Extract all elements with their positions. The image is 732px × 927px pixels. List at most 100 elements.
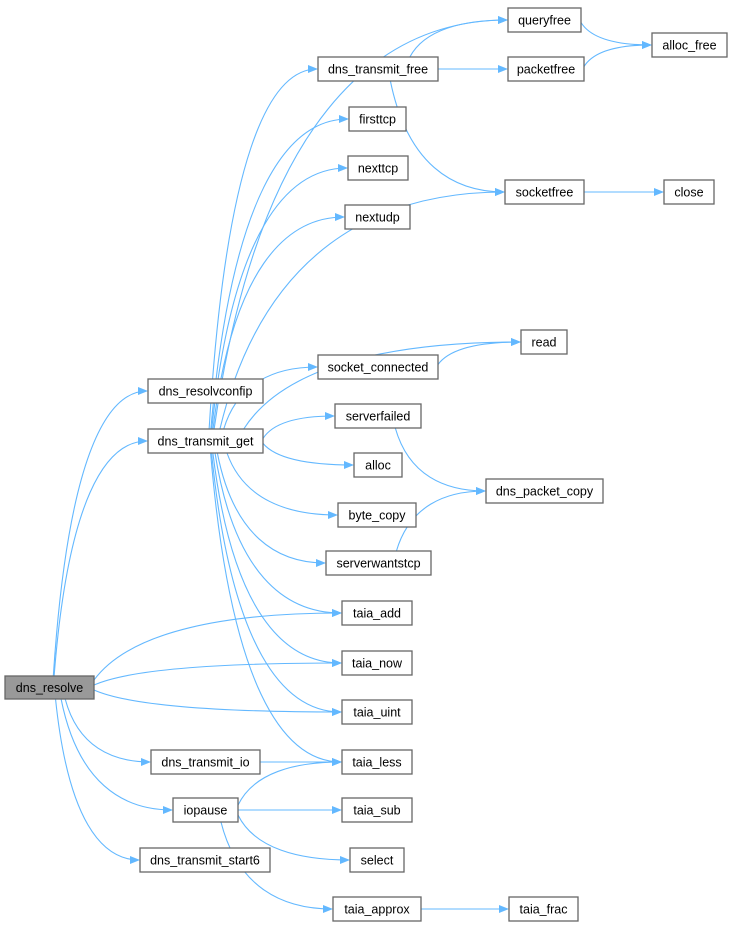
node-dns_resolve[interactable]: dns_resolve: [4, 675, 95, 700]
node-label: taia_approx: [344, 903, 410, 917]
edge-iopause-to-taia_less: [237, 758, 342, 806]
node-box: [334, 403, 422, 429]
node-label: serverfailed: [346, 410, 411, 424]
node-label: socket_connected: [328, 361, 429, 375]
node-label: dns_transmit_start6: [150, 854, 260, 868]
node-box: [344, 204, 411, 230]
node-taia_sub[interactable]: taia_sub: [341, 797, 413, 823]
node-select[interactable]: select: [349, 847, 405, 873]
node-dns_transmit_start6[interactable]: dns_transmit_start6: [139, 847, 271, 873]
node-box: [317, 354, 439, 380]
node-socketfree[interactable]: socketfree: [504, 179, 585, 205]
node-label: dns_resolvconfip: [159, 385, 253, 399]
node-box: [508, 896, 579, 922]
node-read[interactable]: read: [520, 329, 568, 355]
node-box: [341, 749, 413, 775]
node-nexttcp[interactable]: nexttcp: [347, 155, 409, 181]
edge-dns_transmit_get-to-socketfree: [219, 188, 505, 430]
node-box: [341, 797, 413, 823]
edge-dns_transmit_get-to-serverwantstcp: [216, 452, 326, 567]
node-label: taia_frac: [520, 903, 568, 917]
node-label: firsttcp: [359, 113, 396, 127]
node-box: [507, 56, 585, 82]
node-box: [332, 896, 422, 922]
edge-dns_transmit_get-to-dns_transmit_free: [208, 65, 318, 430]
node-alloc_free[interactable]: alloc_free: [651, 32, 728, 58]
node-box: [341, 650, 413, 676]
edge-dns_resolve-to-dns_resolvconfip: [52, 387, 148, 677]
edge-dns_resolve-to-taia_now: [93, 659, 342, 686]
node-dns_packet_copy[interactable]: dns_packet_copy: [485, 478, 604, 504]
node-label: nextudp: [355, 211, 400, 225]
node-taia_approx[interactable]: taia_approx: [332, 896, 422, 922]
node-label: serverwantstcp: [336, 557, 420, 571]
edge-dns_transmit_get-to-taia_add: [214, 452, 342, 617]
node-box: [147, 378, 264, 404]
node-close[interactable]: close: [663, 179, 715, 205]
node-box: [485, 478, 604, 504]
node-label: byte_copy: [349, 509, 407, 523]
node-nextudp[interactable]: nextudp: [344, 204, 411, 230]
node-serverfailed[interactable]: serverfailed: [334, 403, 422, 429]
edge-dns_transmit_get-to-byte_copy: [226, 452, 338, 519]
node-box: [150, 749, 261, 775]
node-taia_less[interactable]: taia_less: [341, 749, 413, 775]
edge-dns_transmit_get-to-serverfailed: [262, 412, 335, 439]
node-socket_connected[interactable]: socket_connected: [317, 354, 439, 380]
edge-dns_resolve-to-dns_transmit_io: [64, 698, 151, 766]
node-serverwantstcp[interactable]: serverwantstcp: [325, 550, 432, 576]
node-label: packetfree: [517, 63, 575, 77]
node-taia_frac[interactable]: taia_frac: [508, 896, 579, 922]
edge-iopause-to-select: [237, 814, 350, 864]
node-dns_transmit_get[interactable]: dns_transmit_get: [147, 428, 264, 454]
node-queryfree[interactable]: queryfree: [507, 7, 582, 33]
node-iopause[interactable]: iopause: [172, 797, 239, 823]
node-label: iopause: [184, 804, 228, 818]
edge-dns_transmit_get-to-taia_less: [210, 452, 342, 766]
edge-iopause-to-taia_approx: [220, 821, 333, 913]
nodes-layer: dns_resolve dns_resolvconfip dns_transmit_…: [4, 7, 728, 922]
node-taia_now[interactable]: taia_now: [341, 650, 413, 676]
node-box: [651, 32, 728, 58]
node-dns_transmit_io[interactable]: dns_transmit_io: [150, 749, 261, 775]
node-label: dns_transmit_free: [328, 63, 428, 77]
edge-dns_transmit_free-to-queryfree: [409, 16, 508, 58]
node-label: dns_resolve: [16, 681, 83, 695]
edge-dns_resolve-to-dns_transmit_get: [53, 437, 148, 677]
edge-serverwantstcp-to-dns_packet_copy: [395, 487, 486, 552]
node-box: [147, 428, 264, 454]
node-label: dns_transmit_io: [161, 756, 249, 770]
node-byte_copy[interactable]: byte_copy: [337, 502, 417, 528]
edge-dns_transmit_get-to-alloc: [262, 443, 354, 469]
edge-dns_transmit_get-to-nexttcp: [211, 164, 348, 430]
node-label: read: [531, 336, 556, 350]
node-label: taia_now: [352, 657, 403, 671]
edge-dns_resolve-to-dns_transmit_start6: [54, 698, 140, 864]
node-box: [172, 797, 239, 823]
node-taia_uint[interactable]: taia_uint: [341, 699, 413, 725]
node-box: [341, 699, 413, 725]
node-box: [139, 847, 271, 873]
edge-packetfree-to-alloc_free: [583, 41, 652, 67]
node-dns_transmit_free[interactable]: dns_transmit_free: [317, 56, 439, 82]
edge-queryfree-to-alloc_free: [580, 22, 652, 49]
node-alloc[interactable]: alloc: [353, 452, 403, 478]
node-label: taia_sub: [353, 804, 400, 818]
edge-dns_transmit_get-to-taia_now: [212, 452, 342, 667]
edge-serverfailed-to-dns_packet_copy: [394, 427, 486, 495]
node-dns_resolvconfip[interactable]: dns_resolvconfip: [147, 378, 264, 404]
node-packetfree[interactable]: packetfree: [507, 56, 585, 82]
node-label: taia_add: [353, 607, 401, 621]
edge-dns_transmit_get-to-taia_uint: [210, 452, 342, 716]
edge-socket_connected-to-read: [437, 338, 521, 365]
node-firsttcp[interactable]: firsttcp: [348, 106, 407, 132]
node-label: close: [674, 186, 703, 200]
edge-dns_resolve-to-taia_uint: [93, 689, 342, 716]
node-label: socketfree: [516, 186, 574, 200]
node-box: [341, 600, 413, 626]
node-label: queryfree: [518, 14, 571, 28]
node-taia_add[interactable]: taia_add: [341, 600, 413, 626]
edge-dns_resolve-to-taia_add: [93, 609, 342, 681]
node-box: [504, 179, 585, 205]
